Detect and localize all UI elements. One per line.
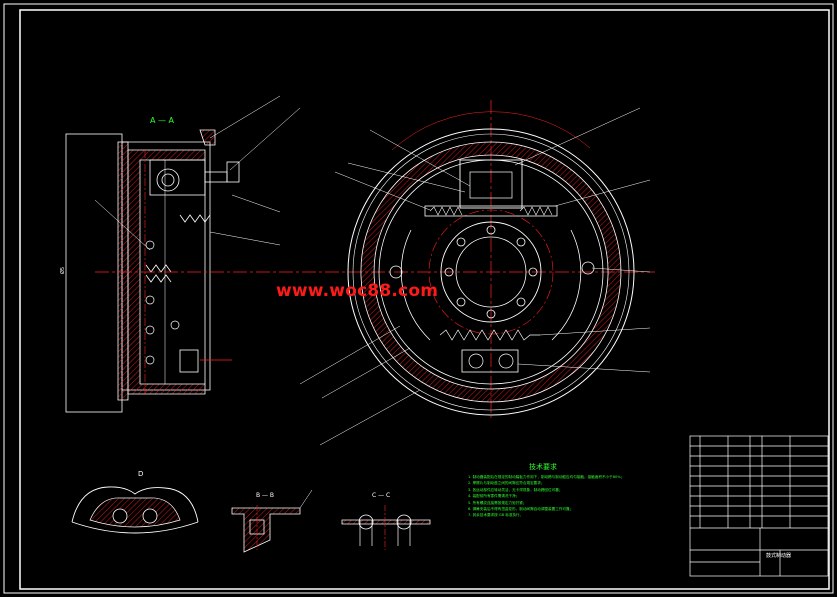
title-block bbox=[689, 435, 829, 577]
technical-notes: 技术要求 1. 制动器装配后在规定的制动踏板力作用下，制动蹄与制动鼓应均匀接触，… bbox=[468, 462, 625, 519]
technical-note-line: 6. 弹簧安装后不得有扭曲变形，制动间隙自动调整装置工作可靠； bbox=[468, 507, 574, 512]
label-section-bb: B — B bbox=[256, 492, 274, 499]
section-aa-view bbox=[65, 95, 301, 413]
inner-frame bbox=[19, 9, 830, 590]
title-block-name: 鼓式制动器 bbox=[766, 552, 791, 559]
technical-note-line: 3. 各运动部件应转动灵活，无卡滞现象，制动蹄回位可靠； bbox=[468, 487, 563, 492]
technical-note-line: 5. 所有螺纹连接需按规定力矩拧紧； bbox=[468, 500, 527, 505]
technical-note-line: 7. 其余技术要求按 GB 标准执行。 bbox=[468, 513, 524, 518]
label-section-aa: A — A bbox=[150, 116, 175, 125]
section-cc-view bbox=[341, 505, 431, 550]
outer-frame bbox=[3, 3, 834, 594]
view-d bbox=[71, 486, 199, 534]
technical-note-line: 1. 制动器装配后在规定的制动踏板力作用下，制动蹄与制动鼓应均匀接触，接触面积不… bbox=[468, 475, 625, 479]
technical-note-line: 4. 装配前所有零件需清洗干净； bbox=[468, 494, 520, 499]
front-view bbox=[299, 107, 651, 446]
label-view-d: D bbox=[138, 470, 143, 478]
watermark-text: www.woc88.com bbox=[276, 281, 439, 301]
section-bb-view bbox=[231, 489, 313, 553]
label-section-cc: C — C bbox=[372, 492, 390, 499]
dimension-left: Ø5 bbox=[59, 267, 66, 274]
technical-notes-title: 技术要求 bbox=[529, 463, 557, 471]
technical-note-line: 2. 摩擦片与制动鼓之间的间隙应符合规定要求； bbox=[468, 481, 545, 486]
